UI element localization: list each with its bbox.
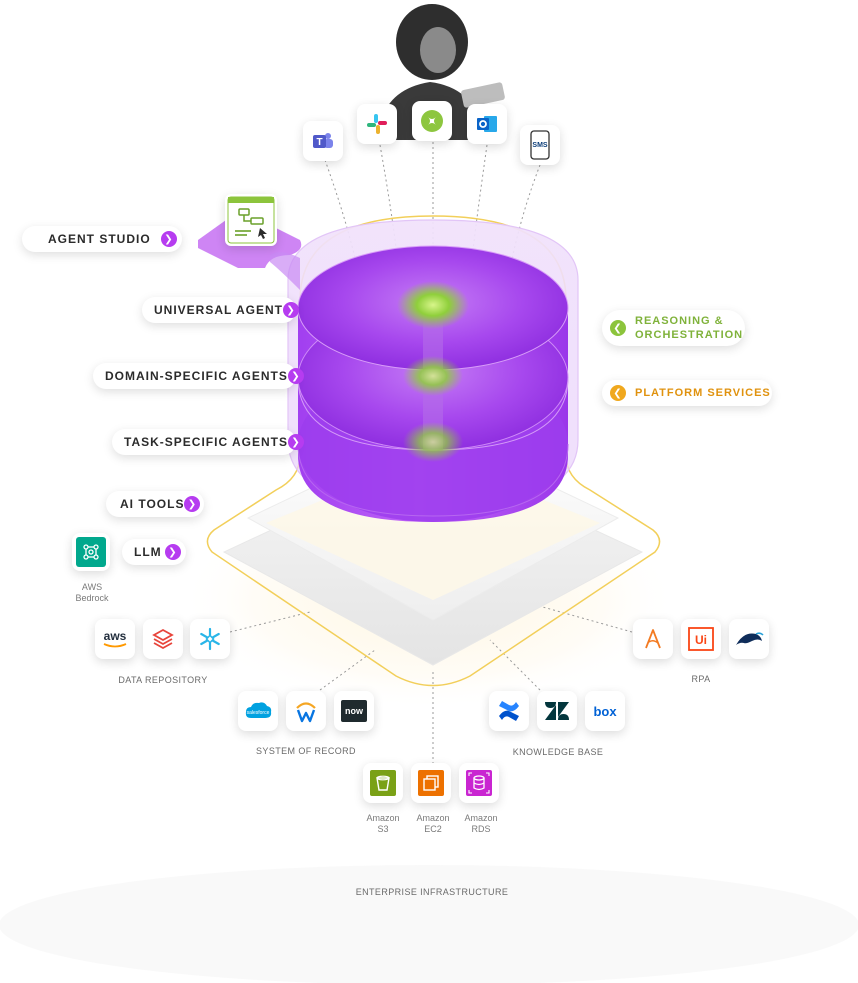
ai-tools-pill[interactable]: AI TOOLS ❯: [106, 491, 204, 517]
s3-caption: Amazon S3: [353, 813, 413, 835]
chevron-left-icon: ❮: [610, 385, 626, 401]
rds-caption-line1: Amazon: [464, 813, 498, 823]
bedrock-caption-line1: AWS: [81, 582, 103, 592]
rds-caption-line2: RDS: [471, 824, 491, 834]
ec2-caption: Amazon EC2: [401, 813, 465, 835]
blue-prism-icon[interactable]: [729, 619, 769, 659]
agent-studio-pill[interactable]: AGENT STUDIO ❯: [22, 226, 182, 252]
chevron-right-icon: ❯: [288, 434, 305, 450]
ai-tools-label: AI TOOLS: [120, 497, 185, 511]
amazon-rds-icon[interactable]: [459, 763, 499, 803]
universal-agent-label: UNIVERSAL AGENT: [154, 303, 284, 317]
s3-caption-line1: Amazon: [366, 813, 400, 823]
aws-logo-text: aws: [104, 629, 127, 643]
sms-text: SMS: [532, 142, 548, 149]
reasoning-orchestration-label: REASONING & ORCHESTRATION: [635, 314, 743, 342]
chevron-right-icon: ❯: [184, 496, 201, 512]
svg-text:T: T: [316, 137, 322, 148]
universal-agent-pill[interactable]: UNIVERSAL AGENT ❯: [142, 297, 300, 323]
box-logo-text: box: [593, 704, 617, 719]
aws-icon[interactable]: aws: [95, 619, 135, 659]
outlook-icon[interactable]: [467, 104, 507, 144]
task-specific-agents-label: TASK-SPECIFIC AGENTS: [124, 435, 289, 449]
bedrock-caption: AWS Bedrock: [62, 582, 122, 604]
bedrock-caption-line2: Bedrock: [75, 593, 109, 603]
domain-specific-agents-pill[interactable]: DOMAIN-SPECIFIC AGENTS ❯: [93, 363, 304, 389]
platform-services-label: PLATFORM SERVICES: [635, 387, 771, 399]
knowledge-base-caption: KNOWLEDGE BASE: [512, 747, 604, 757]
slack-icon[interactable]: [357, 104, 397, 144]
ec2-caption-line1: Amazon: [416, 813, 450, 823]
chevron-left-icon: ❮: [610, 320, 626, 336]
servicenow-icon[interactable]: now: [334, 691, 374, 731]
chevron-right-icon: ❯: [165, 544, 181, 560]
llm-pill[interactable]: LLM ❯: [122, 539, 186, 565]
teams-icon[interactable]: T: [303, 121, 343, 161]
salesforce-icon[interactable]: salesforce: [238, 691, 278, 731]
amazon-ec2-icon[interactable]: [411, 763, 451, 803]
zendesk-icon[interactable]: [537, 691, 577, 731]
snowflake-icon[interactable]: [190, 619, 230, 659]
agent-studio-label: AGENT STUDIO: [48, 232, 151, 246]
automation-anywhere-icon[interactable]: [633, 619, 673, 659]
data-repository-caption: DATA REPOSITORY: [118, 675, 208, 685]
bedrock-icon[interactable]: [72, 533, 110, 571]
rds-caption: Amazon RDS: [449, 813, 513, 835]
reasoning-line1: REASONING &: [635, 315, 724, 327]
amazon-s3-icon[interactable]: [363, 763, 403, 803]
task-specific-agents-pill[interactable]: TASK-SPECIFIC AGENTS ❯: [112, 429, 305, 455]
s3-caption-line2: S3: [377, 824, 389, 834]
databricks-icon[interactable]: [143, 619, 183, 659]
system-of-record-caption: SYSTEM OF RECORD: [256, 746, 356, 756]
sms-icon[interactable]: SMS: [520, 125, 560, 165]
workday-icon[interactable]: [286, 691, 326, 731]
workflow-builder-icon[interactable]: [225, 194, 277, 246]
confluence-icon[interactable]: [489, 691, 529, 731]
chat-brand-icon[interactable]: [412, 101, 452, 141]
person-illustration: [378, 4, 505, 140]
llm-label: LLM: [134, 545, 162, 559]
rpa-caption: RPA: [691, 674, 711, 684]
uipath-icon[interactable]: Ui: [681, 619, 721, 659]
reasoning-line2: ORCHESTRATION: [635, 329, 744, 341]
servicenow-logo-text: now: [345, 706, 364, 716]
box-icon[interactable]: box: [585, 691, 625, 731]
chevron-right-icon: ❯: [161, 231, 177, 247]
domain-specific-agents-label: DOMAIN-SPECIFIC AGENTS: [105, 369, 288, 383]
platform-services-pill[interactable]: ❮ PLATFORM SERVICES: [602, 380, 772, 406]
chevron-right-icon: ❯: [287, 368, 304, 384]
ec2-caption-line2: EC2: [424, 824, 442, 834]
uipath-logo-text: Ui: [695, 633, 707, 647]
salesforce-logo-text: salesforce: [247, 710, 270, 716]
chevron-right-icon: ❯: [283, 302, 300, 318]
enterprise-infrastructure-caption: ENTERPRISE INFRASTRUCTURE: [355, 887, 509, 897]
reasoning-orchestration-pill[interactable]: ❮ REASONING & ORCHESTRATION: [602, 310, 745, 346]
